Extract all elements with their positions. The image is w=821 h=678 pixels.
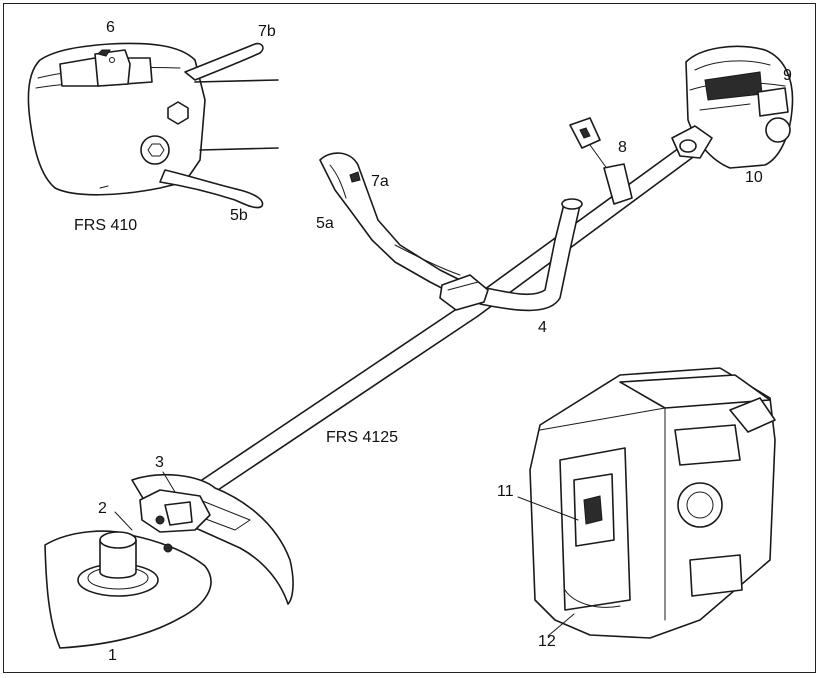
- label-12: 12: [538, 633, 556, 650]
- label-5b: 5b: [230, 207, 248, 224]
- label-8: 8: [618, 139, 627, 156]
- main-shaft: [189, 139, 701, 503]
- label-3: 3: [155, 454, 164, 471]
- label-6: 6: [106, 19, 115, 36]
- throttle-cable: [394, 117, 633, 276]
- cutting-head: [44, 471, 294, 649]
- inset-model-label: FRS 410: [74, 217, 138, 234]
- label-7b: 7b: [258, 23, 276, 40]
- label-2: 2: [98, 500, 107, 517]
- label-1: 1: [108, 647, 117, 664]
- label-10: 10: [745, 169, 763, 186]
- label-9: 9: [783, 67, 792, 84]
- label-4: 4: [538, 319, 547, 336]
- label-11: 11: [497, 483, 514, 500]
- engine-unit: [671, 45, 794, 169]
- main-model-label: FRS 4125: [326, 429, 399, 446]
- label-5a: 5a: [316, 215, 334, 232]
- carburetor-detail: [517, 367, 776, 639]
- handlebar: [319, 152, 583, 312]
- handle-detail-inset: [27, 42, 279, 209]
- label-7a: 7a: [371, 173, 389, 190]
